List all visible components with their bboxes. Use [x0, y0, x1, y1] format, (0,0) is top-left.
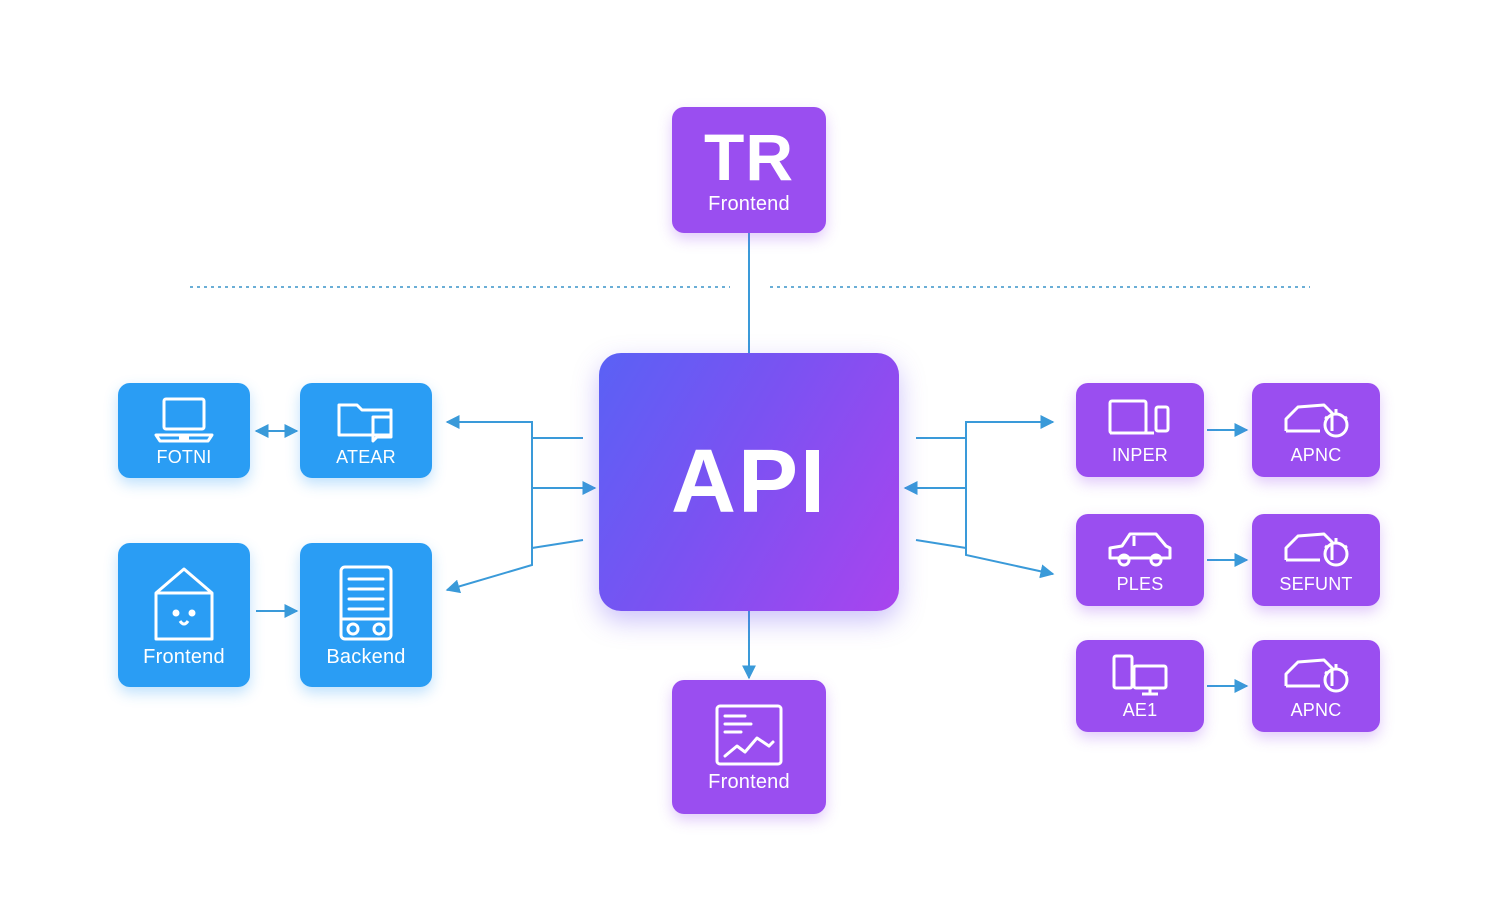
devices-icon — [1104, 652, 1176, 698]
left-node-fotni[interactable]: FOTNI — [118, 383, 250, 478]
left-node-frontend[interactable]: Frontend — [118, 543, 250, 687]
right-node-label: APNC — [1290, 445, 1342, 465]
top-frontend-node[interactable]: TR Frontend — [672, 107, 826, 233]
right-node-apnc[interactable]: APNC — [1252, 383, 1380, 477]
server-list-icon — [333, 563, 399, 645]
bottom-frontend-node[interactable]: Frontend — [672, 680, 826, 814]
monitor-phone-icon — [1104, 395, 1176, 443]
folder-icon — [333, 395, 399, 445]
right-node-label: INPER — [1111, 445, 1168, 465]
top-node-label: Frontend — [708, 193, 790, 215]
left-connector-b — [531, 438, 597, 495]
car-gear-icon — [1280, 652, 1352, 698]
right-connector-b — [903, 438, 967, 495]
right-node-ae1[interactable]: AE1 — [1076, 640, 1204, 732]
right-node-label: AE1 — [1122, 700, 1158, 720]
laptop-icon — [151, 395, 217, 445]
top-node-title: TR — [704, 120, 794, 194]
left-node-backend[interactable]: Backend — [300, 543, 432, 687]
left-node-label: Backend — [326, 646, 406, 668]
left-connector-a — [445, 415, 583, 439]
left-node-atear[interactable]: ATEAR — [300, 383, 432, 478]
left-connector-c — [445, 539, 584, 594]
api-hub[interactable]: API — [599, 353, 899, 611]
left-node-label: Frontend — [143, 646, 225, 668]
api-hub-label: API — [670, 431, 828, 532]
right-node-label: PLES — [1116, 574, 1164, 594]
house-icon — [148, 563, 220, 645]
right-node-sefunt[interactable]: SEFUNT — [1252, 514, 1380, 606]
left-node-label: ATEAR — [336, 446, 396, 467]
left-node-label: FOTNI — [156, 446, 212, 467]
car-icon — [1104, 526, 1176, 572]
right-node-label: SEFUNT — [1279, 574, 1353, 594]
bottom-node-label: Frontend — [708, 771, 790, 793]
right-connector-c — [915, 539, 1055, 579]
right-node-ples[interactable]: PLES — [1076, 514, 1204, 606]
right-connector-a — [916, 415, 1055, 439]
right-node-inper[interactable]: INPER — [1076, 383, 1204, 477]
chart-document-icon — [711, 702, 787, 770]
right-node-apnc-2[interactable]: APNC — [1252, 640, 1380, 732]
car-gear-icon — [1280, 395, 1352, 443]
car-gear-icon — [1280, 526, 1352, 572]
right-node-label: APNC — [1290, 700, 1342, 720]
